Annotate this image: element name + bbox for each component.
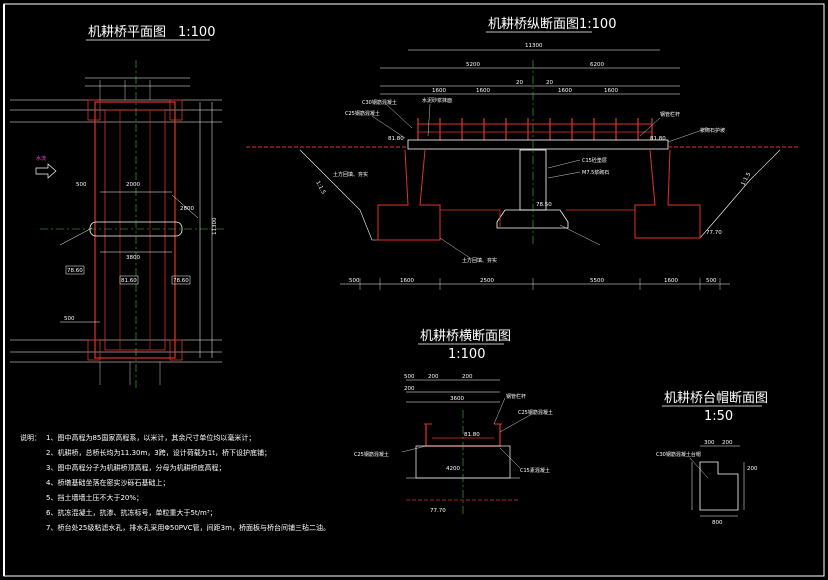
note-item: 2、机耕桥，总桥长均为11.30m，3跨，设计荷载为1t，桥下设护底铺； [46, 448, 271, 457]
cross-view: 机耕桥横断面图 1:100 500 200 200 200 3600 4200 … [354, 328, 553, 515]
drawing-frame [3, 3, 825, 577]
plan-elevation: 78.60 [173, 278, 189, 284]
long-label: 浆砌石护坡 [700, 127, 725, 134]
cap-scale: 1:50 [704, 409, 733, 424]
cross-label: C25钢筋混凝土 [354, 451, 389, 458]
long-label: 土方回填、夯实 [333, 171, 368, 178]
long-dim: 500 [706, 278, 717, 284]
note-item: 3、图中高程分子为机耕桥顶高程，分母为机耕桥底高程； [46, 463, 225, 472]
long-dim: 20 [516, 80, 523, 86]
long-label: C25钢筋混凝土 [345, 110, 380, 117]
plan-dim: 11300 [212, 217, 218, 235]
note-item: 1、图中高程为85国家高程系，以米计，其余尺寸单位均以毫米计； [46, 433, 255, 442]
long-label: 水泥砂浆抹面 [422, 97, 452, 104]
cross-label: 钢管栏杆 [506, 393, 526, 400]
plan-view: 机耕桥平面图 1:100 [10, 24, 225, 390]
cross-dim: 3600 [450, 396, 464, 402]
plan-deck-outline [94, 101, 176, 359]
cap-dim: 200 [722, 440, 733, 446]
plan-dim: 3800 [126, 255, 140, 261]
long-dim: 1600 [400, 278, 414, 284]
long-dim: 2500 [480, 278, 494, 284]
note-item: 7、桥台处25级粘滤水孔，排水孔采用Φ50PVC管，间距3m，桥面板与桥台间铺三… [46, 523, 330, 532]
longitudinal-title: 机耕桥纵断面图1:100 [488, 16, 616, 32]
longitudinal-view: 机耕桥纵断面图1:100 11300 5200 6200 1600 1600 1… [246, 16, 800, 290]
long-dim: 5500 [590, 278, 604, 284]
plan-dim: 500 [76, 182, 87, 188]
plan-elevation: 78.60 [67, 268, 83, 274]
plan-title: 机耕桥平面图 [88, 24, 166, 40]
plan-scale: 1:100 [178, 25, 215, 40]
long-label: C15砼垫层 [582, 157, 607, 164]
long-elevation: 78.50 [536, 202, 552, 208]
cross-label: C25钢筋混凝土 [518, 409, 553, 416]
notes: 说明： 1、图中高程为85国家高程系，以米计，其余尺寸单位均以毫米计； 2、机耕… [20, 433, 330, 532]
cross-title: 机耕桥横断面图 [420, 328, 511, 344]
plan-dim: 2000 [126, 182, 140, 188]
slope-label: 1:1.5 [314, 180, 326, 196]
cross-label: C15素混凝土 [520, 467, 550, 474]
cap-dim: 800 [712, 520, 723, 526]
long-dim: 1600 [558, 88, 572, 94]
long-label: M7.5浆砌石 [582, 169, 609, 176]
notes-header: 说明： [20, 433, 41, 442]
cap-section [699, 461, 739, 511]
cross-dim: 500 [404, 374, 415, 380]
cap-dim: 200 [747, 466, 758, 472]
long-label: 钢管栏杆 [660, 111, 680, 118]
long-dim: 500 [349, 278, 360, 284]
plan-elevation: 81.60 [121, 278, 137, 284]
long-dim: 1600 [432, 88, 446, 94]
long-dim: 1600 [664, 278, 678, 284]
long-dim: 1600 [476, 88, 490, 94]
long-label: 土方回填、夯实 [462, 257, 497, 264]
long-elevation: 81.80 [650, 136, 666, 142]
flow-arrow-icon [35, 163, 57, 179]
long-dim: 5200 [466, 62, 480, 68]
cross-elevation: 77.70 [430, 508, 446, 514]
long-dim: 11300 [525, 43, 543, 49]
deck-slab [407, 139, 669, 150]
cross-dim: 4200 [446, 466, 460, 472]
long-dim: 6200 [590, 62, 604, 68]
cross-dim: 200 [428, 374, 439, 380]
cap-view: 机耕桥台帽断面图 1:50 C30钢筋混凝土台帽 300 200 200 800 [656, 390, 768, 526]
long-elevation: 77.70 [706, 230, 722, 236]
cross-elevation: 81.80 [464, 432, 480, 438]
cap-label: C30钢筋混凝土台帽 [656, 451, 701, 458]
cap-dim: 300 [704, 440, 715, 446]
plan-dim: 500 [64, 316, 75, 322]
long-dim: 20 [546, 80, 553, 86]
long-label: C30钢筋混凝土 [362, 99, 397, 106]
note-item: 6、抗冻混凝土，抗渗、抗冻标号，单粒重大于5t/m³； [46, 508, 217, 517]
cap-title: 机耕桥台帽断面图 [664, 390, 768, 406]
note-item: 4、桥墩基础坐落在密实沙砾石基础上； [46, 478, 169, 487]
plan-dim: 2800 [180, 206, 194, 212]
note-item: 5、挡土墙墙土压不大于20%； [46, 493, 143, 502]
cross-dim: 200 [462, 374, 473, 380]
cross-scale: 1:100 [448, 347, 485, 362]
cross-dim: 200 [404, 386, 415, 392]
long-elevation: 81.80 [388, 136, 404, 142]
long-dim: 1600 [604, 88, 618, 94]
flow-label: 水流 [36, 155, 46, 162]
